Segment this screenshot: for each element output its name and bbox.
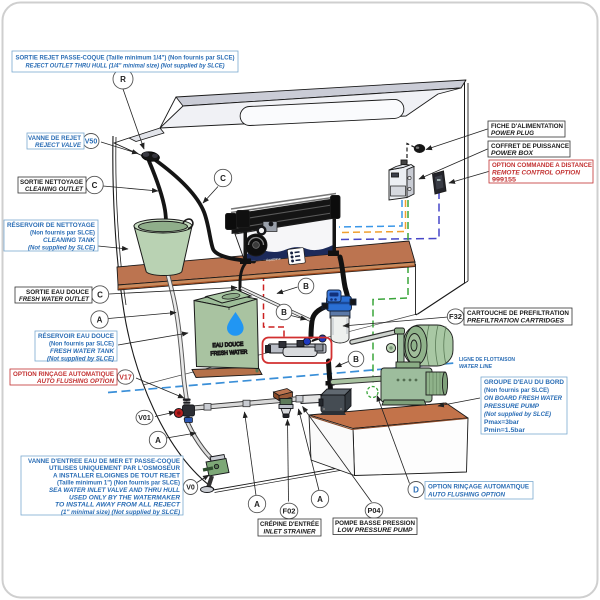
svg-text:VANNE DE REJET: VANNE DE REJET	[28, 135, 82, 142]
svg-text:Pmax=3bar: Pmax=3bar	[484, 419, 519, 426]
svg-text:AUTO FLUSHING OPTION: AUTO FLUSHING OPTION	[427, 491, 506, 498]
svg-text:USED ONLY BY THE WATERMAKER: USED ONLY BY THE WATERMAKER	[69, 494, 180, 501]
svg-text:C: C	[97, 291, 103, 300]
svg-text:OPTION RINÇAGE AUTOMATIQUE: OPTION RINÇAGE AUTOMATIQUE	[13, 371, 114, 378]
svg-text:CARTOUCHE DE PREFILTRATION: CARTOUCHE DE PREFILTRATION	[467, 310, 569, 317]
svg-text:(Non fournis par SLCE): (Non fournis par SLCE)	[484, 387, 549, 394]
svg-text:FRESH WATER: FRESH WATER	[210, 350, 247, 358]
svg-text:SORTIE REJET PASSE-COQUE (Tail: SORTIE REJET PASSE-COQUE (Taille minimum…	[16, 55, 235, 62]
svg-text:A: A	[254, 500, 260, 509]
svg-text:TO INSTALL AWAY FROM ALL REJEC: TO INSTALL AWAY FROM ALL REJECT	[55, 502, 181, 509]
svg-text:FRESH WATER OUTLET: FRESH WATER OUTLET	[19, 296, 90, 303]
svg-text:(Not supplied by SLCE): (Not supplied by SLCE)	[484, 411, 552, 418]
svg-text:SEA WATER INLET VALVE AND THRU: SEA WATER INLET VALVE AND THRU HULL	[49, 487, 180, 494]
svg-text:V01: V01	[138, 415, 151, 422]
svg-text:F02: F02	[283, 509, 296, 516]
svg-text:(Taille minimum 1") (Non fourn: (Taille minimum 1") (Non fournis par SLC…	[57, 480, 180, 487]
svg-text:PRESSURE PUMP: PRESSURE PUMP	[484, 403, 539, 410]
svg-text:REMOTE CONTROL OPTION: REMOTE CONTROL OPTION	[492, 170, 581, 177]
svg-text:GROUPE D'EAU DU BORD: GROUPE D'EAU DU BORD	[484, 379, 564, 386]
svg-text:COFFRET DE PUISSANCE: COFFRET DE PUISSANCE	[491, 143, 569, 150]
svg-text:POWER PLUG: POWER PLUG	[491, 130, 535, 137]
svg-text:P04: P04	[368, 508, 381, 515]
svg-text:AUTO FLUSHING OPTION: AUTO FLUSHING OPTION	[36, 378, 115, 385]
svg-text:V17: V17	[119, 375, 132, 382]
svg-text:V50: V50	[85, 138, 98, 145]
svg-text:OPTION COMMANDE A DISTANCE: OPTION COMMANDE A DISTANCE	[492, 162, 592, 169]
svg-text:R: R	[120, 75, 126, 84]
svg-text:C: C	[220, 174, 226, 183]
svg-text:SORTIE NETTOYAGE: SORTIE NETTOYAGE	[20, 179, 83, 186]
svg-text:ON BOARD FRESH WATER: ON BOARD FRESH WATER	[484, 395, 562, 402]
svg-text:CLEANING OUTLET: CLEANING OUTLET	[25, 186, 84, 193]
svg-text:POMPE BASSE PRESSION: POMPE BASSE PRESSION	[335, 520, 415, 527]
svg-text:B: B	[303, 282, 309, 291]
svg-text:(Non fournis par SLCE): (Non fournis par SLCE)	[49, 341, 114, 348]
svg-text:LOW PRESSURE PUMP: LOW PRESSURE PUMP	[338, 527, 413, 534]
svg-text:999155: 999155	[492, 177, 516, 184]
svg-text:CLEANING TANK: CLEANING TANK	[43, 237, 96, 244]
svg-text:(Non fournis par SLCE): (Non fournis par SLCE)	[30, 230, 95, 237]
svg-text:FRESH WATER TANK: FRESH WATER TANK	[50, 348, 115, 355]
svg-text:REJECT VALVE: REJECT VALVE	[35, 142, 81, 149]
svg-text:Pmin=1.5bar: Pmin=1.5bar	[484, 427, 525, 434]
svg-text:EAU DOUCE: EAU DOUCE	[212, 342, 243, 350]
svg-text:UTILISES UNIQUEMENT PAR L'OSMO: UTILISES UNIQUEMENT PAR L'OSMOSEUR	[49, 465, 180, 472]
svg-text:POWER BOX: POWER BOX	[491, 150, 533, 157]
svg-text:FICHE D'ALIMENTATION: FICHE D'ALIMENTATION	[491, 123, 563, 130]
svg-text:LIGNE DE FLOTTAISON: LIGNE DE FLOTTAISON	[459, 357, 515, 363]
svg-text:VANNE D'ENTREE EAU DE MER ET P: VANNE D'ENTREE EAU DE MER ET PASSE-COQUE	[28, 458, 180, 465]
svg-text:OPTION RINÇAGE AUTOMATIQUE: OPTION RINÇAGE AUTOMATIQUE	[428, 484, 529, 491]
svg-text:F32: F32	[449, 314, 462, 321]
svg-text:AquaBase: AquaBase	[265, 257, 281, 262]
svg-text:RÉSERVOIR DE NETTOYAGE: RÉSERVOIR DE NETTOYAGE	[7, 220, 95, 229]
svg-text:V0: V0	[186, 485, 195, 492]
svg-text:(1" minimal size) (Not supplie: (1" minimal size) (Not supplied by SLCE)	[61, 509, 181, 516]
svg-text:CRÉPINE D'ENTRÉE: CRÉPINE D'ENTRÉE	[260, 519, 319, 528]
svg-text:A INSTALLER ELOIGNES DE TOUT R: A INSTALLER ELOIGNES DE TOUT REJET	[53, 472, 181, 479]
svg-text:A: A	[97, 316, 103, 325]
svg-text:WATER LINE: WATER LINE	[459, 364, 492, 370]
svg-text:REJECT OUTLET THRU HULL (1/4": REJECT OUTLET THRU HULL (1/4" minimal si…	[26, 63, 226, 70]
svg-text:(Not supplied by SLCE): (Not supplied by SLCE)	[28, 245, 96, 252]
svg-text:RÉSERVOIR EAU DOUCE: RÉSERVOIR EAU DOUCE	[38, 331, 114, 340]
svg-text:PREFILTRATION CARTRIDGES: PREFILTRATION CARTRIDGES	[467, 318, 564, 325]
svg-text:INLET STRAINER: INLET STRAINER	[264, 528, 316, 535]
svg-text:(Not supplied by SLCE): (Not supplied by SLCE)	[47, 356, 115, 363]
svg-text:B: B	[353, 355, 359, 364]
svg-text:D: D	[413, 486, 419, 495]
svg-text:A: A	[155, 436, 161, 445]
svg-text:B: B	[281, 308, 287, 317]
svg-text:C: C	[92, 181, 98, 190]
svg-text:SORTIE EAU DOUCE: SORTIE EAU DOUCE	[26, 289, 89, 296]
svg-text:A: A	[317, 495, 323, 504]
